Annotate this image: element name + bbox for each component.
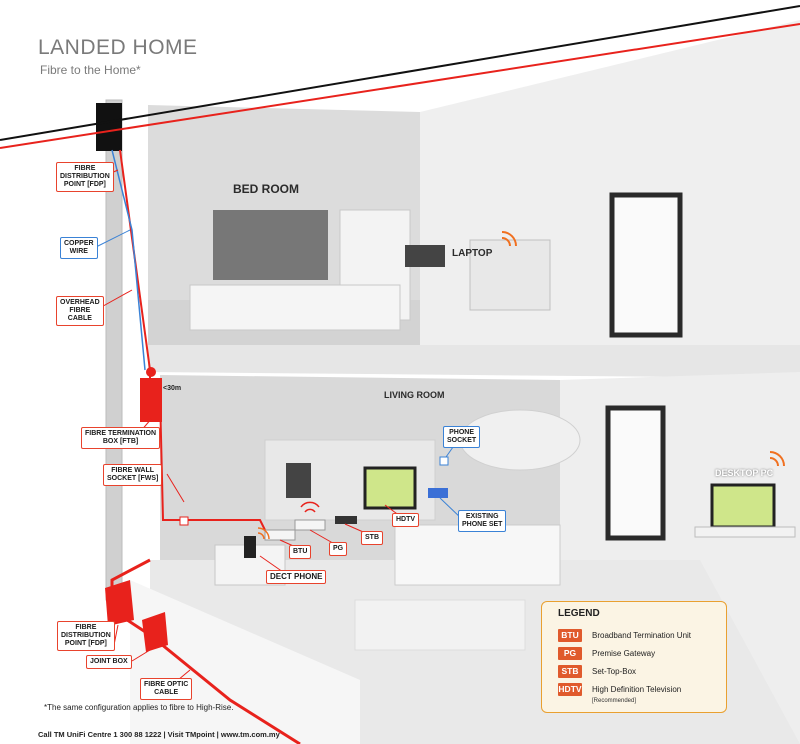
legend-key: HDTV xyxy=(558,682,582,696)
callout-ftb: FIBRE TERMINATION BOX [FTB] xyxy=(81,427,161,449)
fdp-box-bottom xyxy=(105,580,134,626)
footer-contact: Call TM UniFi Centre 1 300 88 1222 | Vis… xyxy=(38,730,280,739)
fdp-box-top xyxy=(96,103,122,151)
desktop-label: DESKTOP PC xyxy=(715,468,774,478)
wall-art xyxy=(213,210,328,280)
wifi-dect-icon xyxy=(257,527,270,540)
footnote: *The same configuration applies to fibre… xyxy=(44,703,234,712)
fws-socket xyxy=(179,516,189,526)
legend-desc: Set-Top-Box xyxy=(592,666,637,676)
callout-phone-socket: PHONE SOCKET xyxy=(443,426,481,448)
legend-desc: Premise Gateway xyxy=(592,648,656,658)
living-room-label: LIVING ROOM xyxy=(384,390,445,400)
callout-pg: PG xyxy=(329,542,348,556)
pg-device xyxy=(294,519,326,531)
overhead-black-cable xyxy=(0,5,800,141)
bedroom-door xyxy=(609,192,683,338)
wifi-laptop-icon xyxy=(501,231,517,247)
desktop-screen xyxy=(710,483,776,529)
callout-fdp-bottom: FIBRE DISTRIBUTION POINT [FDP] xyxy=(57,621,115,651)
legend-box: LEGEND BTU Broadband Termination Unit PG… xyxy=(541,601,727,713)
dect-phone xyxy=(244,536,256,558)
legend-title: LEGEND xyxy=(558,608,600,619)
callout-copper-wire: COPPER WIRE xyxy=(60,237,98,259)
legend-key: STB xyxy=(558,664,582,678)
legend-key: PG xyxy=(558,646,582,660)
callout-overhead-cable: OVERHEAD FIBRE CABLE xyxy=(56,296,104,326)
underground-fibre xyxy=(110,558,301,744)
front-wall-cut xyxy=(130,580,360,744)
callout-fibre-optic-cable: FIBRE OPTIC CABLE xyxy=(140,678,193,700)
callout-stb: STB xyxy=(361,531,383,545)
bedroom-label: BED ROOM xyxy=(233,182,299,196)
ftb-box xyxy=(140,378,162,422)
callout-dect-phone: DECT PHONE xyxy=(266,570,327,584)
legend-key: BTU xyxy=(558,628,582,642)
rug xyxy=(354,599,526,651)
legend-row-btu: BTU Broadband Termination Unit xyxy=(558,628,691,642)
wifi-desktop-icon xyxy=(769,451,785,467)
distance-label: <30m xyxy=(163,385,182,392)
callout-existing-phone: EXISTING PHONE SET xyxy=(458,510,507,532)
callout-fws: FIBRE WALL SOCKET [FWS] xyxy=(103,464,163,486)
legend-row-stb: STB Set-Top-Box xyxy=(558,664,636,678)
hdtv-screen xyxy=(363,466,417,510)
floor-slab xyxy=(148,345,800,378)
callout-hdtv: HDTV xyxy=(392,513,420,527)
legend-sub: [Recommended] xyxy=(592,698,637,704)
wifi-pg-icon xyxy=(300,501,320,513)
desk xyxy=(694,526,796,538)
laptop-shape xyxy=(405,245,445,267)
overhead-red-cable xyxy=(0,23,800,149)
ftb-cap xyxy=(146,367,156,377)
chair xyxy=(469,239,551,311)
page-title: LANDED HOME xyxy=(38,36,198,59)
copper-wire-line xyxy=(111,149,146,371)
bed xyxy=(189,284,401,331)
living-door xyxy=(605,405,666,541)
stb-device xyxy=(335,516,357,524)
joint-box xyxy=(142,612,168,652)
laptop-label: LAPTOP xyxy=(452,248,493,259)
existing-phone xyxy=(428,488,448,498)
legend-row-hdtv: HDTV High Definition Television xyxy=(558,682,681,696)
page-subtitle: Fibre to the Home* xyxy=(40,63,141,77)
dark-panel xyxy=(286,463,311,498)
phone-socket xyxy=(439,456,449,466)
callout-joint-box: JOINT BOX xyxy=(86,655,132,669)
legend-desc: Broadband Termination Unit xyxy=(592,630,692,640)
callout-fdp-top: FIBRE DISTRIBUTION POINT [FDP] xyxy=(56,162,114,192)
callout-btu: BTU xyxy=(289,545,312,559)
legend-desc: High Definition Television xyxy=(592,684,682,694)
sofa xyxy=(394,524,561,586)
legend-row-pg: PG Premise Gateway xyxy=(558,646,655,660)
